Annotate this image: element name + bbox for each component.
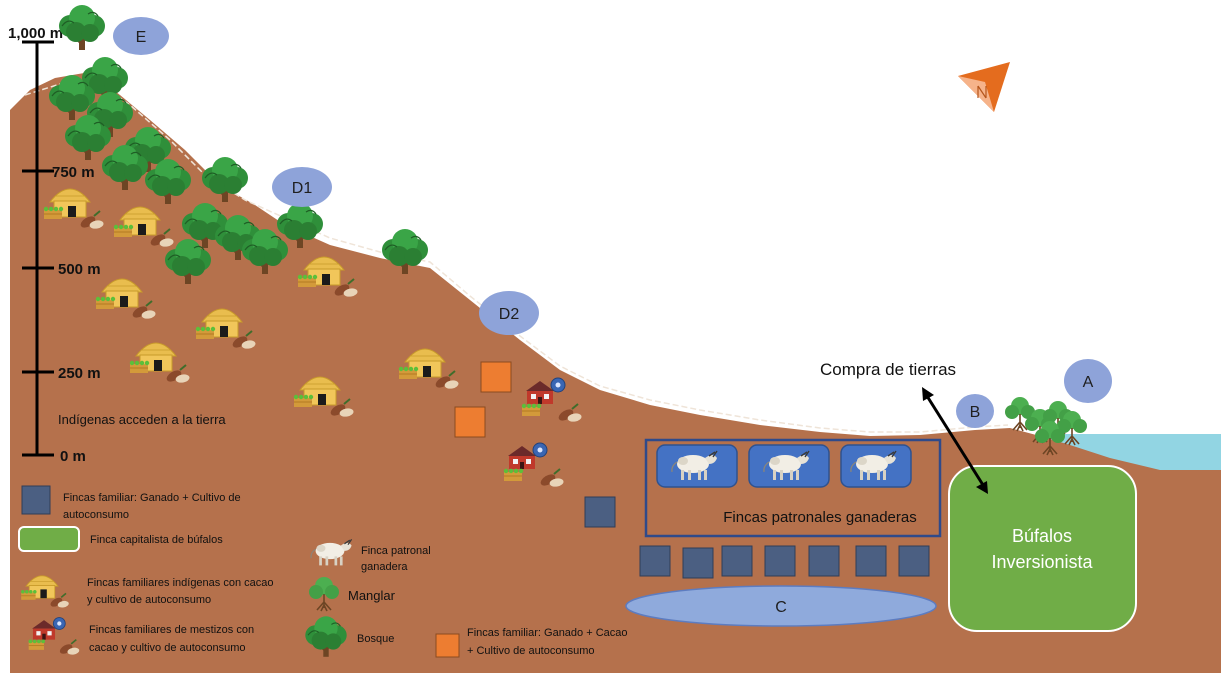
buffalo-box-line2: Inversionista	[991, 552, 1093, 572]
north-arrow-icon	[958, 62, 1010, 112]
altitude-label-1000: 1,000 m	[8, 25, 63, 42]
legend-family-cattle-line1: Fincas familiar: Ganado + Cultivo de	[63, 492, 241, 504]
zone-label-a: A	[1083, 374, 1094, 391]
altitude-label-500: 500 m	[58, 261, 101, 278]
buffalo-box-line1: Búfalos	[1012, 526, 1072, 546]
legend-indigenous-line1: Fincas familiares indígenas con cacao	[87, 577, 273, 589]
indigenous-access-label: Indígenas acceden a la tierra	[58, 412, 226, 427]
zone-bubble-a: A	[1064, 359, 1112, 403]
legend: Fincas familiar: Ganado + Cultivo de aut…	[18, 485, 628, 659]
legend-forest-label: Bosque	[357, 633, 394, 645]
zone-label-e: E	[136, 29, 147, 46]
family-cacao-farm	[454, 406, 486, 438]
zone-bubble-e: E	[113, 17, 169, 55]
arrow-head-top	[922, 387, 934, 401]
family-cacao-farm	[480, 361, 512, 393]
zone-label-d1: D1	[292, 180, 313, 197]
arrow-head-bottom	[976, 481, 988, 494]
lake-c	[625, 585, 937, 627]
legend-family-cacao-swatch	[435, 633, 460, 658]
legend-family-cattle-swatch	[21, 485, 51, 515]
altitude-label-750: 750 m	[52, 164, 95, 181]
patronal-cow-card	[748, 444, 830, 488]
legend-mestizo-line2: cacao y cultivo de autoconsumo	[89, 642, 246, 654]
zone-label-d2: D2	[499, 306, 520, 323]
dashed-track	[24, 79, 1009, 433]
altitude-label-250: 250 m	[58, 365, 101, 382]
land-profile	[10, 72, 1221, 673]
legend-family-cacao-line2: + Cultivo de autoconsumo	[467, 645, 595, 657]
land-purchase-label: Compra de tierras	[820, 360, 956, 379]
zone-label-c: C	[775, 599, 787, 616]
patronal-cow-card	[840, 444, 912, 488]
legend-family-cacao-line1: Fincas familiar: Ganado + Cacao	[467, 627, 628, 639]
legend-patronal-line1: Finca patronal	[361, 545, 431, 557]
legend-patronal-line2: ganadera	[361, 561, 408, 573]
family-cattle-farms	[584, 496, 930, 579]
zone-bubble-d1: D1	[272, 167, 332, 207]
zone-bubble-b: B	[956, 394, 994, 428]
legend-mangrove-label: Manglar	[348, 588, 396, 603]
zone-label-b: B	[970, 404, 981, 421]
legend-family-cattle-line2: autoconsumo	[63, 509, 129, 521]
land-purchase-arrow	[925, 395, 985, 486]
altitude-label-0: 0 m	[60, 448, 86, 465]
patronal-farms-label: Fincas patronales ganaderas	[723, 509, 916, 526]
legend-capitalist-buffalo-label: Finca capitalista de búfalos	[90, 534, 223, 546]
legend-capitalist-buffalo-swatch	[18, 526, 80, 552]
zone-bubble-d2: D2	[479, 291, 539, 335]
legend-indigenous-line2: y cultivo de autoconsumo	[87, 594, 211, 606]
patronal-farms-box	[644, 438, 942, 538]
patronal-cow-card	[656, 444, 738, 488]
buffalo-investor-box	[948, 465, 1137, 632]
legend-mestizo-line1: Fincas familiares de mestizos con	[89, 624, 254, 636]
